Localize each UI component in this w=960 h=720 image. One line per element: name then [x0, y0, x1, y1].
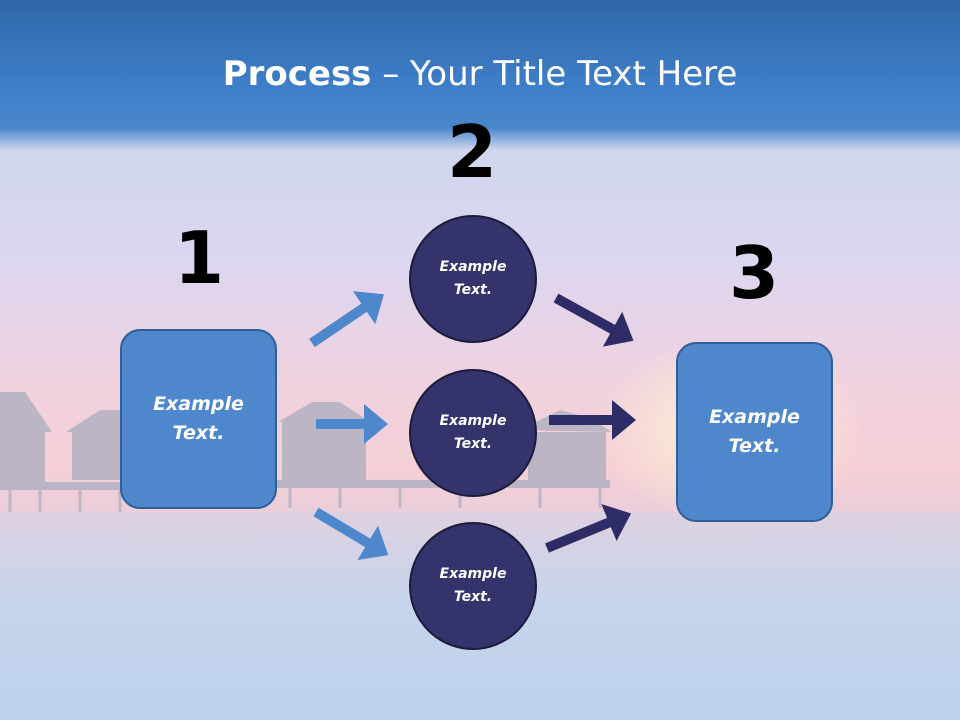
arrow-right-down-dark-icon: [553, 293, 634, 347]
step-3-box: Example Text.: [676, 342, 833, 522]
step-3-text-line1: Example: [709, 406, 800, 428]
circle-middle: Example Text.: [409, 369, 537, 497]
circle-bottom-line2: Text.: [453, 589, 493, 605]
step-number-1: 1: [173, 216, 225, 300]
circle-middle-line1: Example: [439, 413, 507, 429]
slide-title: Process – Your Title Text Here: [0, 52, 960, 96]
step-1-text-line2: Text.: [172, 422, 225, 444]
circle-top: Example Text.: [409, 215, 537, 343]
circle-bottom-line1: Example: [439, 566, 507, 582]
circle-middle-line2: Text.: [453, 436, 493, 452]
step-number-3: 3: [728, 231, 780, 315]
arrow-right-down-icon: [313, 507, 389, 561]
arrow-right-up-dark-icon: [545, 504, 632, 553]
arrow-right-up-icon: [309, 291, 384, 348]
title-bold: Process: [222, 54, 372, 94]
step-1-text-line1: Example: [153, 393, 244, 415]
step-3-text-line2: Text.: [728, 435, 781, 457]
circle-bottom: Example Text.: [409, 522, 537, 650]
title-rest: – Your Title Text Here: [371, 54, 738, 94]
step-1-box: Example Text.: [120, 329, 277, 509]
circle-top-line1: Example: [439, 259, 507, 275]
circle-top-line2: Text.: [453, 282, 493, 298]
step-number-2: 2: [446, 110, 498, 194]
